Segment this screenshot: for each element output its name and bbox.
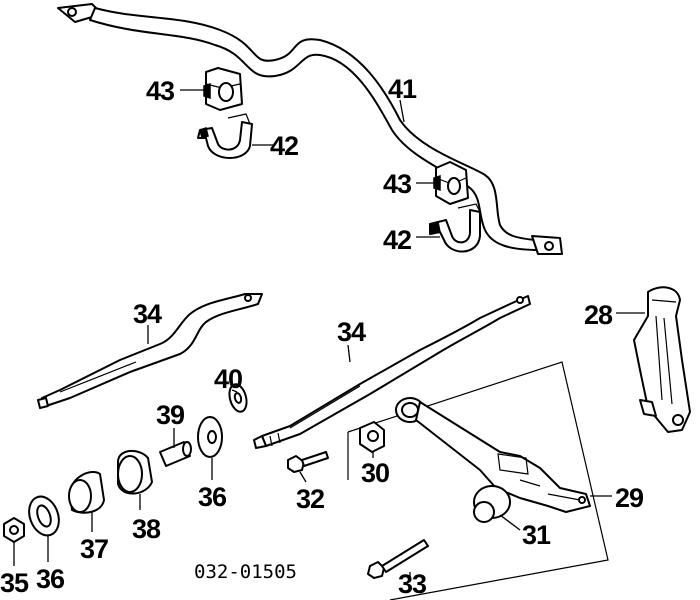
leader-lines (13, 89, 645, 580)
spacer-39 (159, 441, 192, 467)
callout-43-middle: 43 (383, 169, 412, 199)
arm-bushing-31 (473, 485, 511, 523)
bolt-32 (287, 451, 329, 473)
callout-35: 35 (0, 568, 29, 598)
lower-control-arm (395, 397, 591, 513)
callout-42-upper: 42 (270, 131, 298, 161)
bracket-upper (197, 113, 253, 159)
callout-38: 38 (132, 514, 161, 544)
callout-42-middle: 42 (383, 225, 411, 255)
bolt-33 (367, 539, 429, 579)
callout-34-left: 34 (133, 299, 162, 329)
nut-35 (3, 517, 25, 543)
radius-rod-right (253, 295, 531, 449)
callout-32: 32 (296, 484, 324, 514)
callout-40: 40 (214, 364, 242, 394)
callout-37: 37 (80, 534, 108, 564)
callout-28: 28 (584, 300, 613, 330)
callout-30: 30 (361, 458, 389, 488)
lower-arm-assembly-outline (347, 361, 609, 600)
callout-34-right: 34 (337, 317, 366, 347)
callout-41: 41 (388, 74, 417, 104)
callout-43-upper: 43 (146, 76, 175, 106)
callout-36-middle: 36 (198, 482, 227, 512)
steering-knuckle (633, 286, 691, 433)
washer-36-low (28, 495, 60, 537)
bushing-37 (68, 471, 105, 514)
bushing-upper (203, 67, 243, 111)
callout-labels: 43 42 41 43 42 34 34 28 40 39 30 36 32 3… (0, 74, 645, 599)
callout-29: 29 (615, 483, 644, 513)
callout-33: 33 (398, 569, 427, 599)
callout-31: 31 (522, 520, 551, 550)
arm-bushing-30 (359, 421, 385, 453)
radius-rod-left (37, 293, 263, 409)
bracket-middle (429, 203, 481, 253)
callout-39: 39 (156, 400, 185, 430)
diagram-code: 032-01505 (194, 561, 297, 583)
washer-36-mid (197, 416, 223, 458)
bushing-middle (433, 161, 469, 205)
stabilizer-bar (57, 3, 563, 255)
callout-36-lower: 36 (36, 564, 65, 594)
bushing-38 (117, 450, 153, 495)
